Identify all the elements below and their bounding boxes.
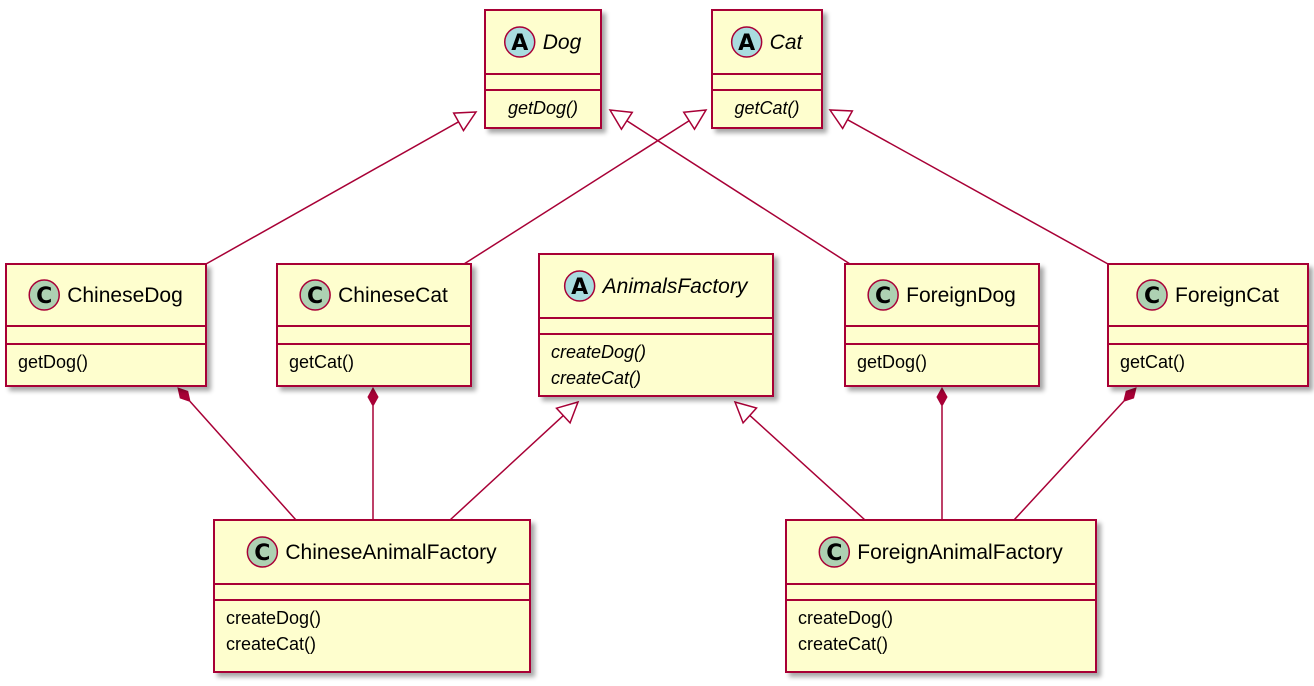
method-getcat: getCat() <box>289 352 354 372</box>
inheritance-arrow-icon <box>608 109 634 131</box>
method-createdog: createDog() <box>226 608 321 628</box>
inheritance-arrow-icon <box>733 400 758 425</box>
method-createcat: createCat() <box>226 634 316 654</box>
stereotype-letter: C <box>307 284 323 309</box>
class-badge-icon <box>28 279 60 311</box>
relation-line <box>449 415 564 521</box>
inheritance-foreign-animal-factory-to-animals-factory <box>733 400 866 521</box>
method-createcat: createCat() <box>798 634 888 654</box>
class-name: ForeignCat <box>1175 284 1279 307</box>
inheritance-foreign-cat-to-cat <box>828 109 1109 265</box>
relations-layer <box>177 109 1137 521</box>
abstract-badge-icon <box>503 26 536 58</box>
class-name: ForeignAnimalFactory <box>857 541 1063 564</box>
method-getdog: getDog() <box>857 352 927 372</box>
stereotype-letter: A <box>571 275 588 300</box>
class-name: Cat <box>770 31 804 54</box>
class-name: Dog <box>543 31 582 54</box>
stereotype-letter: C <box>254 541 270 566</box>
inheritance-arrow-icon <box>828 109 854 130</box>
relation-line <box>463 120 690 265</box>
class-name: AnimalsFactory <box>601 275 749 298</box>
class-badge-icon <box>867 279 899 311</box>
class-name: ChineseAnimalFactory <box>285 541 497 564</box>
stereotype-letter: A <box>738 31 755 56</box>
stereotype-letter: C <box>875 284 891 309</box>
composition-diamond-icon <box>1123 387 1137 402</box>
method-getcat: getCat() <box>734 98 799 118</box>
composition-foreign-cat-to-foreign-animal-factory <box>1013 387 1137 521</box>
abstract-badge-icon <box>730 26 763 58</box>
inheritance-foreign-dog-to-dog <box>608 109 851 265</box>
class-name: ChineseCat <box>338 284 448 307</box>
inheritance-chinese-animal-factory-to-animals-factory <box>449 400 580 521</box>
relation-line <box>205 121 459 265</box>
composition-chinese-cat-to-chinese-animal-factory <box>367 386 379 520</box>
relation-line <box>1013 400 1125 521</box>
composition-diamond-icon <box>936 386 948 408</box>
relation-line <box>749 414 866 521</box>
method-getcat: getCat() <box>1120 352 1185 372</box>
class-badge-icon <box>246 536 279 568</box>
stereotype-letter: C <box>36 284 52 309</box>
class-badge-icon <box>818 536 851 568</box>
method-getdog: getDog() <box>508 98 578 118</box>
inheritance-chinese-cat-to-cat <box>463 109 708 265</box>
composition-foreign-dog-to-foreign-animal-factory <box>936 386 948 520</box>
composition-diamond-icon <box>177 387 191 403</box>
method-getdog: getDog() <box>18 352 88 372</box>
class-box <box>484 9 602 129</box>
stereotype-letter: C <box>826 541 842 566</box>
classes-layer: DogAgetDog()CatAgetCat()ChineseDogCgetDo… <box>5 9 1309 673</box>
composition-diamond-icon <box>367 386 379 408</box>
class-badge-icon <box>299 279 331 311</box>
stereotype-letter: A <box>511 31 528 56</box>
inheritance-arrow-icon <box>555 400 580 425</box>
method-createdog: createDog() <box>551 342 646 362</box>
inheritance-arrow-icon <box>452 111 478 132</box>
inheritance-chinese-dog-to-dog <box>205 111 478 265</box>
class-name: ChineseDog <box>67 284 183 307</box>
relation-line <box>847 119 1109 265</box>
class-box <box>711 9 823 129</box>
inheritance-arrow-icon <box>682 109 708 131</box>
method-createdog: createDog() <box>798 608 893 628</box>
class-badge-icon <box>1136 279 1168 311</box>
abstract-badge-icon <box>563 270 596 302</box>
relation-line <box>626 120 851 265</box>
relation-line <box>189 400 297 521</box>
composition-chinese-dog-to-chinese-animal-factory <box>177 387 297 521</box>
stereotype-letter: C <box>1144 284 1160 309</box>
method-createcat: createCat() <box>551 368 641 388</box>
class-name: ForeignDog <box>906 284 1016 307</box>
